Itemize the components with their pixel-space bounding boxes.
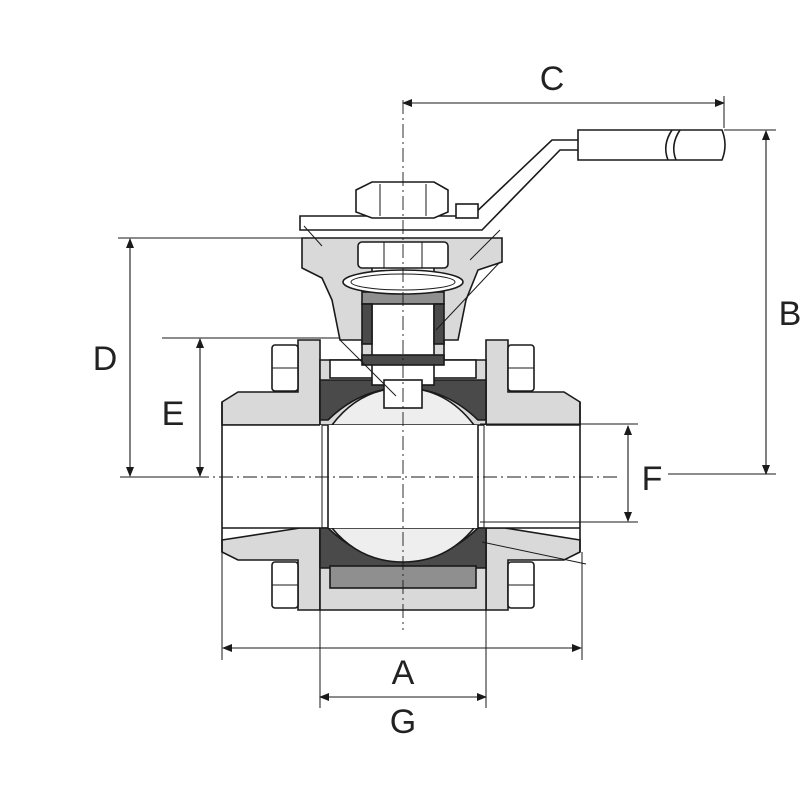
leader-lines	[303, 225, 587, 565]
body-bolts	[271, 344, 535, 609]
dim-label-a: A	[392, 654, 415, 692]
dimension-lines	[118, 96, 776, 708]
dim-label-d: D	[93, 340, 118, 378]
handle-grip-break-2	[672, 129, 681, 161]
handle-grip	[577, 129, 726, 161]
pipe-bore	[221, 402, 581, 552]
dim-label-c: C	[540, 60, 565, 98]
leader-2	[469, 229, 501, 261]
leader-1	[303, 225, 323, 247]
stem-seal-2	[361, 303, 373, 345]
top-hex-nut	[355, 181, 449, 219]
leader-5	[481, 541, 587, 565]
handle	[299, 129, 726, 231]
dim-label-b: B	[779, 295, 800, 333]
right-bore	[484, 425, 580, 528]
leader-4	[339, 339, 397, 397]
handle-tab	[455, 203, 479, 219]
leader-3	[435, 261, 501, 331]
dim-label-g: G	[390, 703, 416, 741]
dimension-labels: C B D E F A G	[93, 60, 800, 741]
centre-lines	[195, 100, 620, 630]
dim-label-e: E	[162, 395, 185, 433]
dim-label-f: F	[642, 460, 663, 498]
stem-seal-3	[433, 303, 445, 345]
left-end-cap-lower	[221, 527, 321, 611]
left-end-cap-upper	[221, 339, 321, 426]
handle-grip-break	[664, 129, 673, 161]
left-bore	[222, 425, 322, 528]
